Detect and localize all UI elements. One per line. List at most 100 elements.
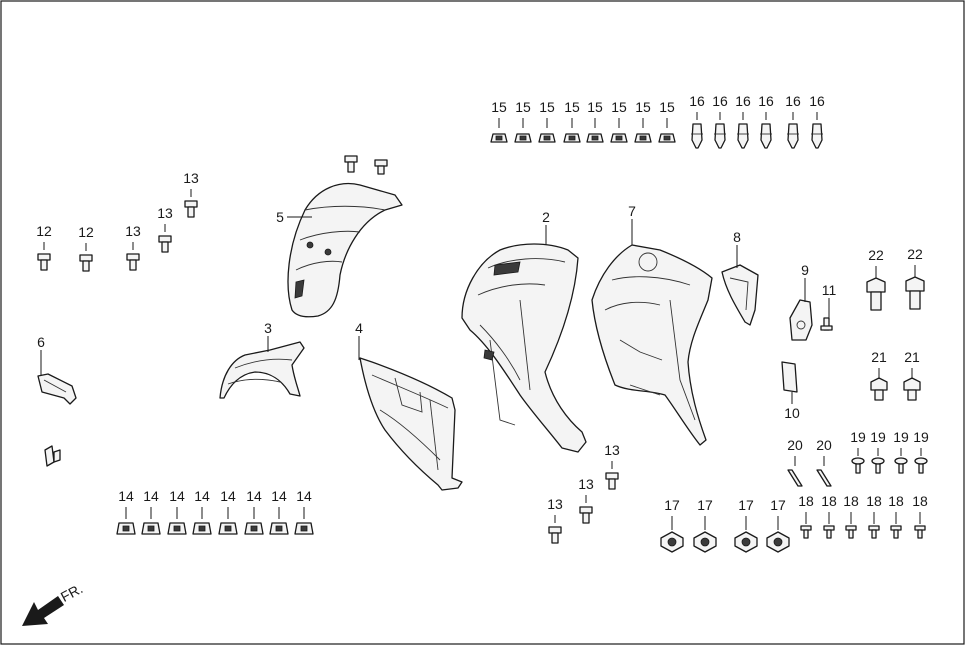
hardware-screw18-38 xyxy=(890,512,902,539)
hardware-clip16-8 xyxy=(691,112,703,149)
callout-5: 5 xyxy=(276,209,284,225)
part-2-leg-shield xyxy=(461,243,587,453)
callout-18: 18 xyxy=(843,493,859,509)
hardware-bolt21-46 xyxy=(870,368,888,401)
hardware-screw18-35 xyxy=(823,512,835,539)
callout-14: 14 xyxy=(169,488,185,504)
callout-15: 15 xyxy=(539,99,555,115)
callout-13: 13 xyxy=(125,223,141,239)
hardware-clip14-22 xyxy=(116,507,136,535)
callout-9: 9 xyxy=(801,262,809,278)
callout-15: 15 xyxy=(564,99,580,115)
callout-14: 14 xyxy=(296,488,312,504)
callout-18: 18 xyxy=(912,493,928,509)
callout-19: 19 xyxy=(913,429,929,445)
callout-19: 19 xyxy=(870,429,886,445)
callout-15: 15 xyxy=(587,99,603,115)
callout-8: 8 xyxy=(733,229,741,245)
callout-11: 11 xyxy=(822,282,837,298)
callout-15: 15 xyxy=(635,99,651,115)
hardware-clip16-11 xyxy=(760,112,772,149)
callout-22: 22 xyxy=(907,246,923,262)
hardware-clip14-29 xyxy=(294,507,314,535)
callout-2: 2 xyxy=(542,209,550,225)
callout-13: 13 xyxy=(604,442,620,458)
callout-14: 14 xyxy=(271,488,287,504)
callout-3: 3 xyxy=(264,320,272,336)
hardware-clip14-28 xyxy=(269,507,289,535)
callout-21: 21 xyxy=(904,349,920,365)
hardware-screw19-43 xyxy=(914,448,928,474)
hardware-nut17-33 xyxy=(766,516,790,553)
hardware-bolt-20 xyxy=(579,495,593,524)
part-9-bracket xyxy=(789,299,813,341)
hardware-clip15-7 xyxy=(658,118,676,143)
callout-17: 17 xyxy=(664,497,680,513)
hardware-bolt-15 xyxy=(79,243,93,272)
hardware-screw18-36 xyxy=(845,512,857,539)
hardware-bolt21-47 xyxy=(903,368,921,401)
hardware-clip14-24 xyxy=(167,507,187,535)
hardware-clip16-10 xyxy=(737,112,749,149)
callout-18: 18 xyxy=(798,493,814,509)
callout-14: 14 xyxy=(118,488,134,504)
callout-19: 19 xyxy=(850,429,866,445)
front-direction-arrow xyxy=(22,596,64,626)
hardware-screw18-34 xyxy=(800,512,812,539)
hardware-strip-45 xyxy=(816,456,832,487)
hardware-screw19-40 xyxy=(851,448,865,474)
part-10-plate xyxy=(781,361,798,393)
hardware-screw18-37 xyxy=(868,512,880,539)
clip-small xyxy=(44,445,61,467)
part-6-bracket xyxy=(37,373,77,405)
callout-13: 13 xyxy=(547,496,563,512)
hardware-bolt-19 xyxy=(548,515,562,544)
hardware-screw19-41 xyxy=(871,448,885,474)
hardware-clip14-26 xyxy=(218,507,238,535)
hardware-clip15-6 xyxy=(634,118,652,143)
hardware-bolt-21 xyxy=(605,461,619,490)
hardware-clip15-3 xyxy=(563,118,581,143)
part-3-front-lower-cover xyxy=(219,341,305,399)
callout-15: 15 xyxy=(515,99,531,115)
part-11-pin xyxy=(820,317,833,331)
callout-10: 10 xyxy=(784,405,800,421)
callout-21: 21 xyxy=(871,349,887,365)
callout-12: 12 xyxy=(36,223,52,239)
callout-18: 18 xyxy=(866,493,882,509)
hardware-bolt-18 xyxy=(184,189,198,218)
hardware-bolt22-49 xyxy=(905,265,925,310)
callout-14: 14 xyxy=(194,488,210,504)
callout-16: 16 xyxy=(712,93,728,109)
part-4-inner-lower-cover xyxy=(359,357,463,491)
hardware-screw19-42 xyxy=(894,448,908,474)
callout-22: 22 xyxy=(868,247,884,263)
part-7-leg-shield-rear xyxy=(591,244,713,446)
callout-16: 16 xyxy=(758,93,774,109)
callout-12: 12 xyxy=(78,224,94,240)
callout-17: 17 xyxy=(697,497,713,513)
callout-16: 16 xyxy=(689,93,705,109)
callout-16: 16 xyxy=(785,93,801,109)
hardware-clip14-23 xyxy=(141,507,161,535)
hardware-clip15-1 xyxy=(514,118,532,143)
hardware-clip16-13 xyxy=(811,112,823,149)
callout-14: 14 xyxy=(246,488,262,504)
callout-4: 4 xyxy=(355,320,363,336)
callout-15: 15 xyxy=(611,99,627,115)
hardware-strip-44 xyxy=(787,456,803,487)
hardware-clip14-25 xyxy=(192,507,212,535)
hardware-screw18-39 xyxy=(914,512,926,539)
screw-upper-2 xyxy=(374,159,388,175)
callout-14: 14 xyxy=(143,488,159,504)
callout-17: 17 xyxy=(738,497,754,513)
hardware-bolt-16 xyxy=(126,242,140,271)
hardware-nut17-30 xyxy=(660,516,684,553)
callout-19: 19 xyxy=(893,429,909,445)
callout-15: 15 xyxy=(659,99,675,115)
callout-7: 7 xyxy=(628,203,636,219)
hardware-clip15-0 xyxy=(490,118,508,143)
hardware-clip15-5 xyxy=(610,118,628,143)
callout-13: 13 xyxy=(183,170,199,186)
